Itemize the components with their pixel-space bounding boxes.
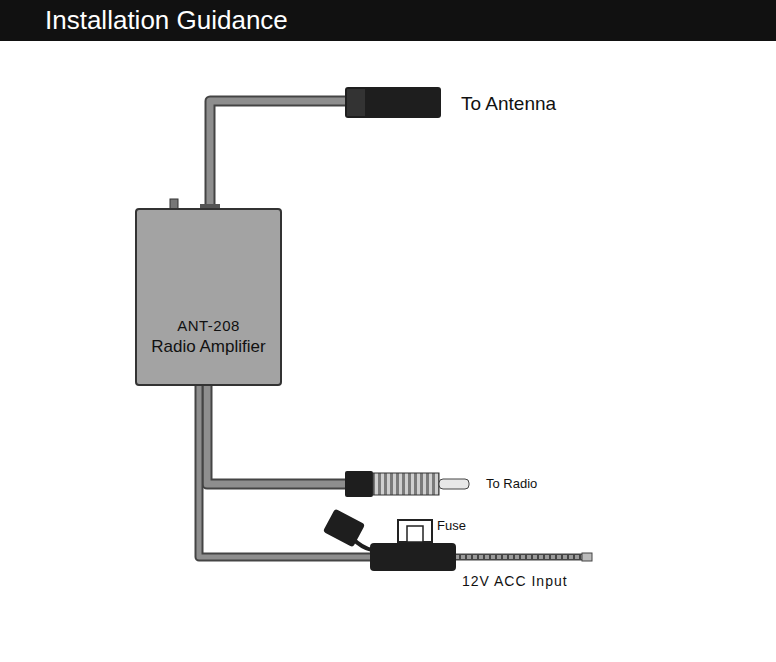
antenna-cable-core bbox=[210, 101, 350, 210]
device-name: Radio Amplifier bbox=[151, 336, 265, 358]
connection-label: To Radio bbox=[486, 476, 537, 491]
power-lead-core bbox=[455, 555, 590, 559]
antenna-plug-collar bbox=[347, 89, 365, 116]
radio-plug-collar bbox=[345, 471, 373, 497]
amplifier-box: ANT-208Radio Amplifier bbox=[135, 208, 282, 386]
wire-end bbox=[582, 553, 592, 561]
fuse-blade-window bbox=[407, 526, 423, 542]
power-lead bbox=[455, 554, 590, 561]
power-label: 12V ACC Input bbox=[462, 573, 568, 589]
radio-plug-barrel bbox=[373, 473, 439, 495]
power-cable-core bbox=[199, 386, 372, 557]
fuse-cap-strap bbox=[352, 538, 372, 550]
radio-cable bbox=[207, 386, 350, 484]
radio-plug-pin bbox=[439, 479, 469, 489]
antenna-cable bbox=[210, 101, 350, 210]
radio-cable-core bbox=[207, 386, 350, 484]
page-title: Installation Guidance bbox=[45, 4, 288, 36]
connection-label: To Antenna bbox=[461, 93, 556, 115]
power-cable bbox=[199, 386, 372, 557]
antenna-plug bbox=[345, 87, 441, 118]
model-number: ANT-208 bbox=[177, 316, 240, 336]
fuse-label: Fuse bbox=[437, 518, 466, 533]
fuse-blade bbox=[398, 520, 432, 542]
fuse-holder bbox=[370, 543, 456, 571]
